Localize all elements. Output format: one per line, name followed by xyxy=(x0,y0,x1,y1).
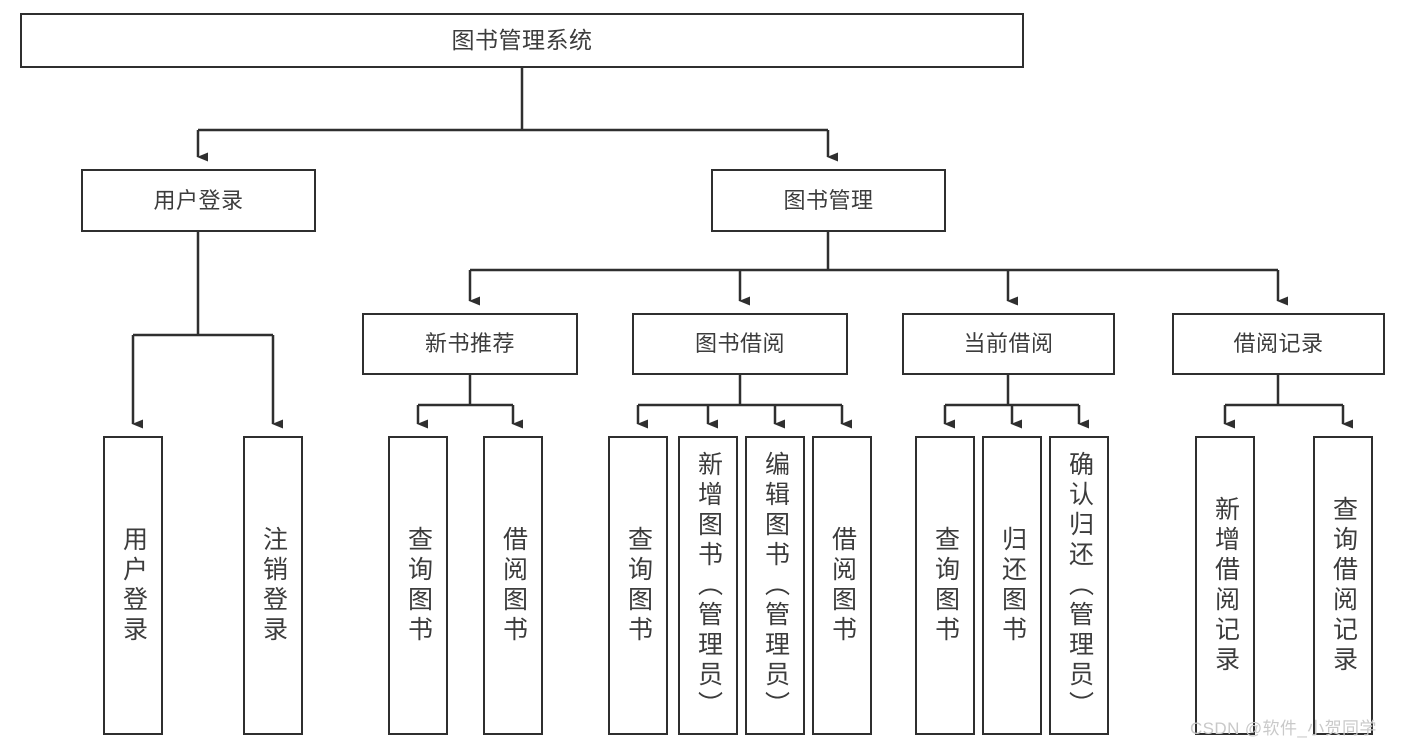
node-leaf-add-book[interactable]: 新增图书（管理员） xyxy=(678,436,738,735)
node-leaf-query-book-2[interactable]: 查询图书 xyxy=(608,436,668,735)
node-borrow-record[interactable]: 借阅记录 xyxy=(1172,313,1385,375)
node-leaf-return-book[interactable]: 归还图书 xyxy=(982,436,1042,735)
node-leaf-borrow-book-2-label: 借阅图书 xyxy=(828,525,857,646)
node-leaf-add-record-label: 新增借阅记录 xyxy=(1211,495,1240,676)
node-leaf-logout[interactable]: 注销登录 xyxy=(243,436,303,735)
node-current-borrow-label: 当前借阅 xyxy=(963,331,1054,357)
node-leaf-user-login-label: 用户登录 xyxy=(119,525,148,646)
watermark-csdn: CSDN @软件_小贺同学 xyxy=(1190,719,1377,738)
node-leaf-query-book-2-label: 查询图书 xyxy=(624,525,653,646)
node-leaf-confirm-return[interactable]: 确认归还（管理员） xyxy=(1049,436,1109,735)
node-leaf-add-record[interactable]: 新增借阅记录 xyxy=(1195,436,1255,735)
node-leaf-query-record[interactable]: 查询借阅记录 xyxy=(1313,436,1373,735)
node-leaf-borrow-book-1[interactable]: 借阅图书 xyxy=(483,436,543,735)
node-leaf-query-book-3-label: 查询图书 xyxy=(931,525,960,646)
node-leaf-edit-book-label: 编辑图书（管理员） xyxy=(761,450,790,721)
node-leaf-confirm-return-label: 确认归还（管理员） xyxy=(1065,450,1094,721)
node-new-book-rec[interactable]: 新书推荐 xyxy=(362,313,578,375)
node-user-login-label: 用户登录 xyxy=(153,187,244,213)
node-leaf-borrow-book-2[interactable]: 借阅图书 xyxy=(812,436,872,735)
node-current-borrow[interactable]: 当前借阅 xyxy=(902,313,1115,375)
node-leaf-add-book-label: 新增图书（管理员） xyxy=(694,450,723,721)
node-leaf-borrow-book-1-label: 借阅图书 xyxy=(499,525,528,646)
node-leaf-query-book-3[interactable]: 查询图书 xyxy=(915,436,975,735)
node-leaf-user-login[interactable]: 用户登录 xyxy=(103,436,163,735)
node-leaf-query-record-label: 查询借阅记录 xyxy=(1329,495,1358,676)
node-leaf-logout-label: 注销登录 xyxy=(259,525,288,646)
node-leaf-return-book-label: 归还图书 xyxy=(998,525,1027,646)
node-user-login[interactable]: 用户登录 xyxy=(81,169,316,232)
node-book-borrow-label: 图书借阅 xyxy=(694,331,785,357)
node-leaf-edit-book[interactable]: 编辑图书（管理员） xyxy=(745,436,805,735)
node-book-manage[interactable]: 图书管理 xyxy=(711,169,946,232)
node-root[interactable]: 图书管理系统 xyxy=(20,13,1024,68)
node-new-book-rec-label: 新书推荐 xyxy=(424,331,515,357)
node-root-label: 图书管理系统 xyxy=(451,26,593,53)
node-leaf-query-book-1[interactable]: 查询图书 xyxy=(388,436,448,735)
node-leaf-query-book-1-label: 查询图书 xyxy=(404,525,433,646)
node-borrow-record-label: 借阅记录 xyxy=(1233,331,1324,357)
node-book-manage-label: 图书管理 xyxy=(783,187,874,213)
node-book-borrow[interactable]: 图书借阅 xyxy=(632,313,848,375)
